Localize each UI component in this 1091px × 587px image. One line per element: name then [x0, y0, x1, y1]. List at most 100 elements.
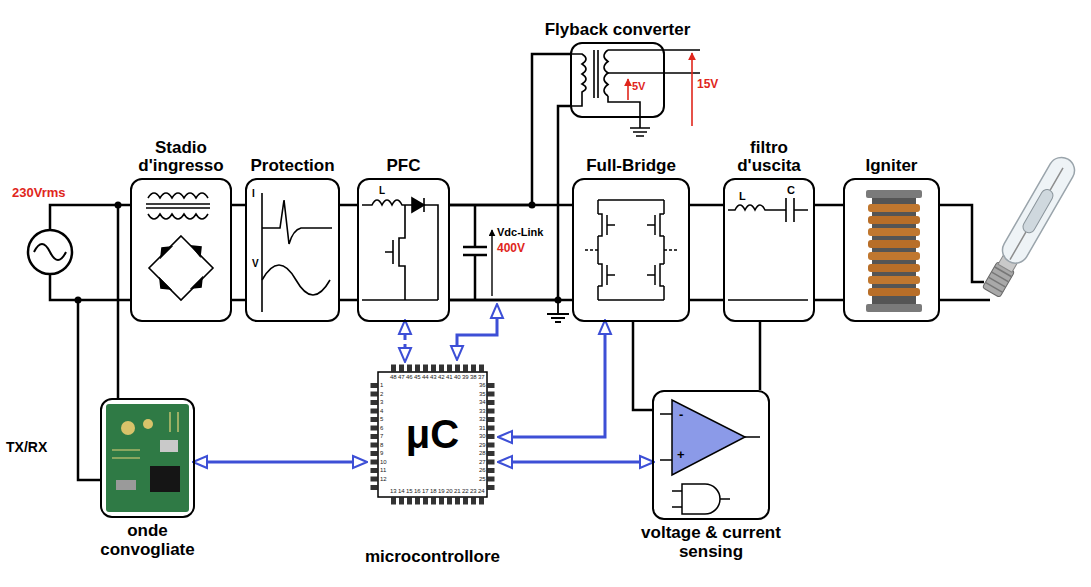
- pin-number: 5: [380, 416, 383, 423]
- component-label: L: [739, 190, 746, 202]
- pin-number: 1: [380, 382, 383, 389]
- voltage-label: 400V: [497, 242, 525, 255]
- pin-number: 14: [398, 488, 405, 495]
- lamp-wire: [940, 205, 990, 300]
- igniter-coil: [868, 228, 920, 236]
- pin-number: 26: [479, 467, 486, 474]
- pin-sign: +: [677, 448, 685, 462]
- pin-number: 40: [454, 374, 461, 381]
- node-text: μC: [406, 412, 459, 456]
- pin-number: 9: [380, 450, 383, 457]
- pin-number: 6: [380, 425, 383, 432]
- pin-number: 21: [454, 488, 461, 495]
- metal-halide-lamp: [980, 153, 1080, 299]
- pin-number: 35: [479, 391, 486, 398]
- pin-number: 33: [479, 408, 486, 415]
- metal-halide-lamp: [998, 153, 1080, 268]
- flyback-transformer: [627, 79, 629, 100]
- protection-waveforms: [262, 200, 332, 244]
- flyback-transformer: [604, 50, 608, 96]
- pin-number: 47: [398, 374, 405, 381]
- sensing-box: voltage & current sensing: [652, 390, 770, 520]
- pin-number: 20: [446, 488, 453, 495]
- opamp-and-gate: [672, 400, 745, 475]
- pin-number: 28: [479, 450, 486, 457]
- plc-module-board: [121, 421, 135, 435]
- plc-module-board: [160, 440, 178, 452]
- flyback-transformer: [691, 53, 693, 126]
- power-wire: [232, 205, 245, 300]
- power-wire: [340, 205, 357, 300]
- voltage-name: Vdc-Link: [497, 226, 543, 238]
- pin-number: 41: [446, 374, 453, 381]
- pin-number: 32: [479, 416, 486, 423]
- emi-filter-bridge: [149, 236, 213, 300]
- pin-number: 18: [430, 488, 437, 495]
- pfc-boost-circuit: [362, 198, 438, 300]
- pin-number: 37: [478, 374, 485, 381]
- pin-number: 15: [406, 488, 413, 495]
- opamp-and-gate: [682, 484, 720, 514]
- full-bridge-mosfets: [598, 214, 664, 286]
- pin-sign: -: [679, 408, 683, 422]
- microcontroller: μCmicrocontrollore: [365, 360, 500, 508]
- powerline-wire: [75, 297, 82, 304]
- pin-number: 44: [422, 374, 429, 381]
- pfc-boost-circuit: [362, 200, 412, 205]
- mains-source: [34, 244, 66, 260]
- full-bridge-mosfets: [607, 215, 655, 285]
- pin-number: 16: [414, 488, 421, 495]
- pin-number: 4: [380, 408, 383, 415]
- flyback-transformer: [594, 50, 598, 98]
- pin-number: 3: [380, 399, 383, 406]
- pin-number: 19: [438, 488, 445, 495]
- pin-number: 46: [406, 374, 413, 381]
- power-wire: [759, 322, 762, 390]
- pin-number: 36: [479, 382, 486, 389]
- pfc-boost-circuit: [362, 198, 438, 300]
- voltage-label: 15V: [697, 78, 718, 91]
- powerline-wire: [115, 202, 122, 209]
- power-wire: [690, 205, 723, 300]
- protection-waveforms: [262, 265, 330, 295]
- pin-number: 27: [479, 459, 486, 466]
- emi-filter-bridge: [148, 193, 208, 198]
- metal-halide-lamp: [1021, 187, 1055, 235]
- dc-link-capacitor: [457, 306, 497, 358]
- pfc-box: PFC: [357, 178, 450, 322]
- pin-number: 45: [414, 374, 421, 381]
- flyback-transformer: [572, 54, 586, 106]
- node-heading: microcontrollore: [343, 548, 523, 567]
- signal-arrow: [500, 461, 652, 464]
- emi-filter-bridge: [146, 193, 213, 300]
- pin-number: 43: [430, 374, 437, 381]
- full-bridge-mosfets: [598, 200, 664, 300]
- igniter-coil: [868, 276, 920, 284]
- microcontroller-chip: [374, 368, 491, 501]
- pin-number: 13: [390, 488, 397, 495]
- plc-module-board: [106, 404, 189, 512]
- mains-source: [28, 205, 130, 300]
- pin-number: 48: [390, 374, 397, 381]
- dc-link-capacitor: [547, 300, 569, 322]
- plc-module-board: [106, 404, 189, 512]
- metal-halide-lamp: [1010, 168, 1063, 260]
- output-filter-lc: [728, 198, 808, 300]
- plc-module-box: onde convogliate: [100, 398, 195, 518]
- metal-halide-lamp: [985, 267, 1011, 293]
- power-wire: [815, 205, 843, 300]
- protection-box: Protection: [245, 178, 340, 322]
- opamp-and-gate: [660, 400, 760, 514]
- pin-number: 39: [462, 374, 469, 381]
- node-heading: filtro d'uscita: [724, 139, 814, 176]
- node-heading: Protection: [233, 157, 353, 176]
- protection-waveforms: [262, 193, 332, 312]
- pfc-boost-circuit: [385, 205, 405, 300]
- flyback-box: Flyback converter: [570, 42, 665, 118]
- signal-name: TX/RX: [6, 440, 47, 455]
- node-heading: voltage & current sensing: [631, 524, 791, 561]
